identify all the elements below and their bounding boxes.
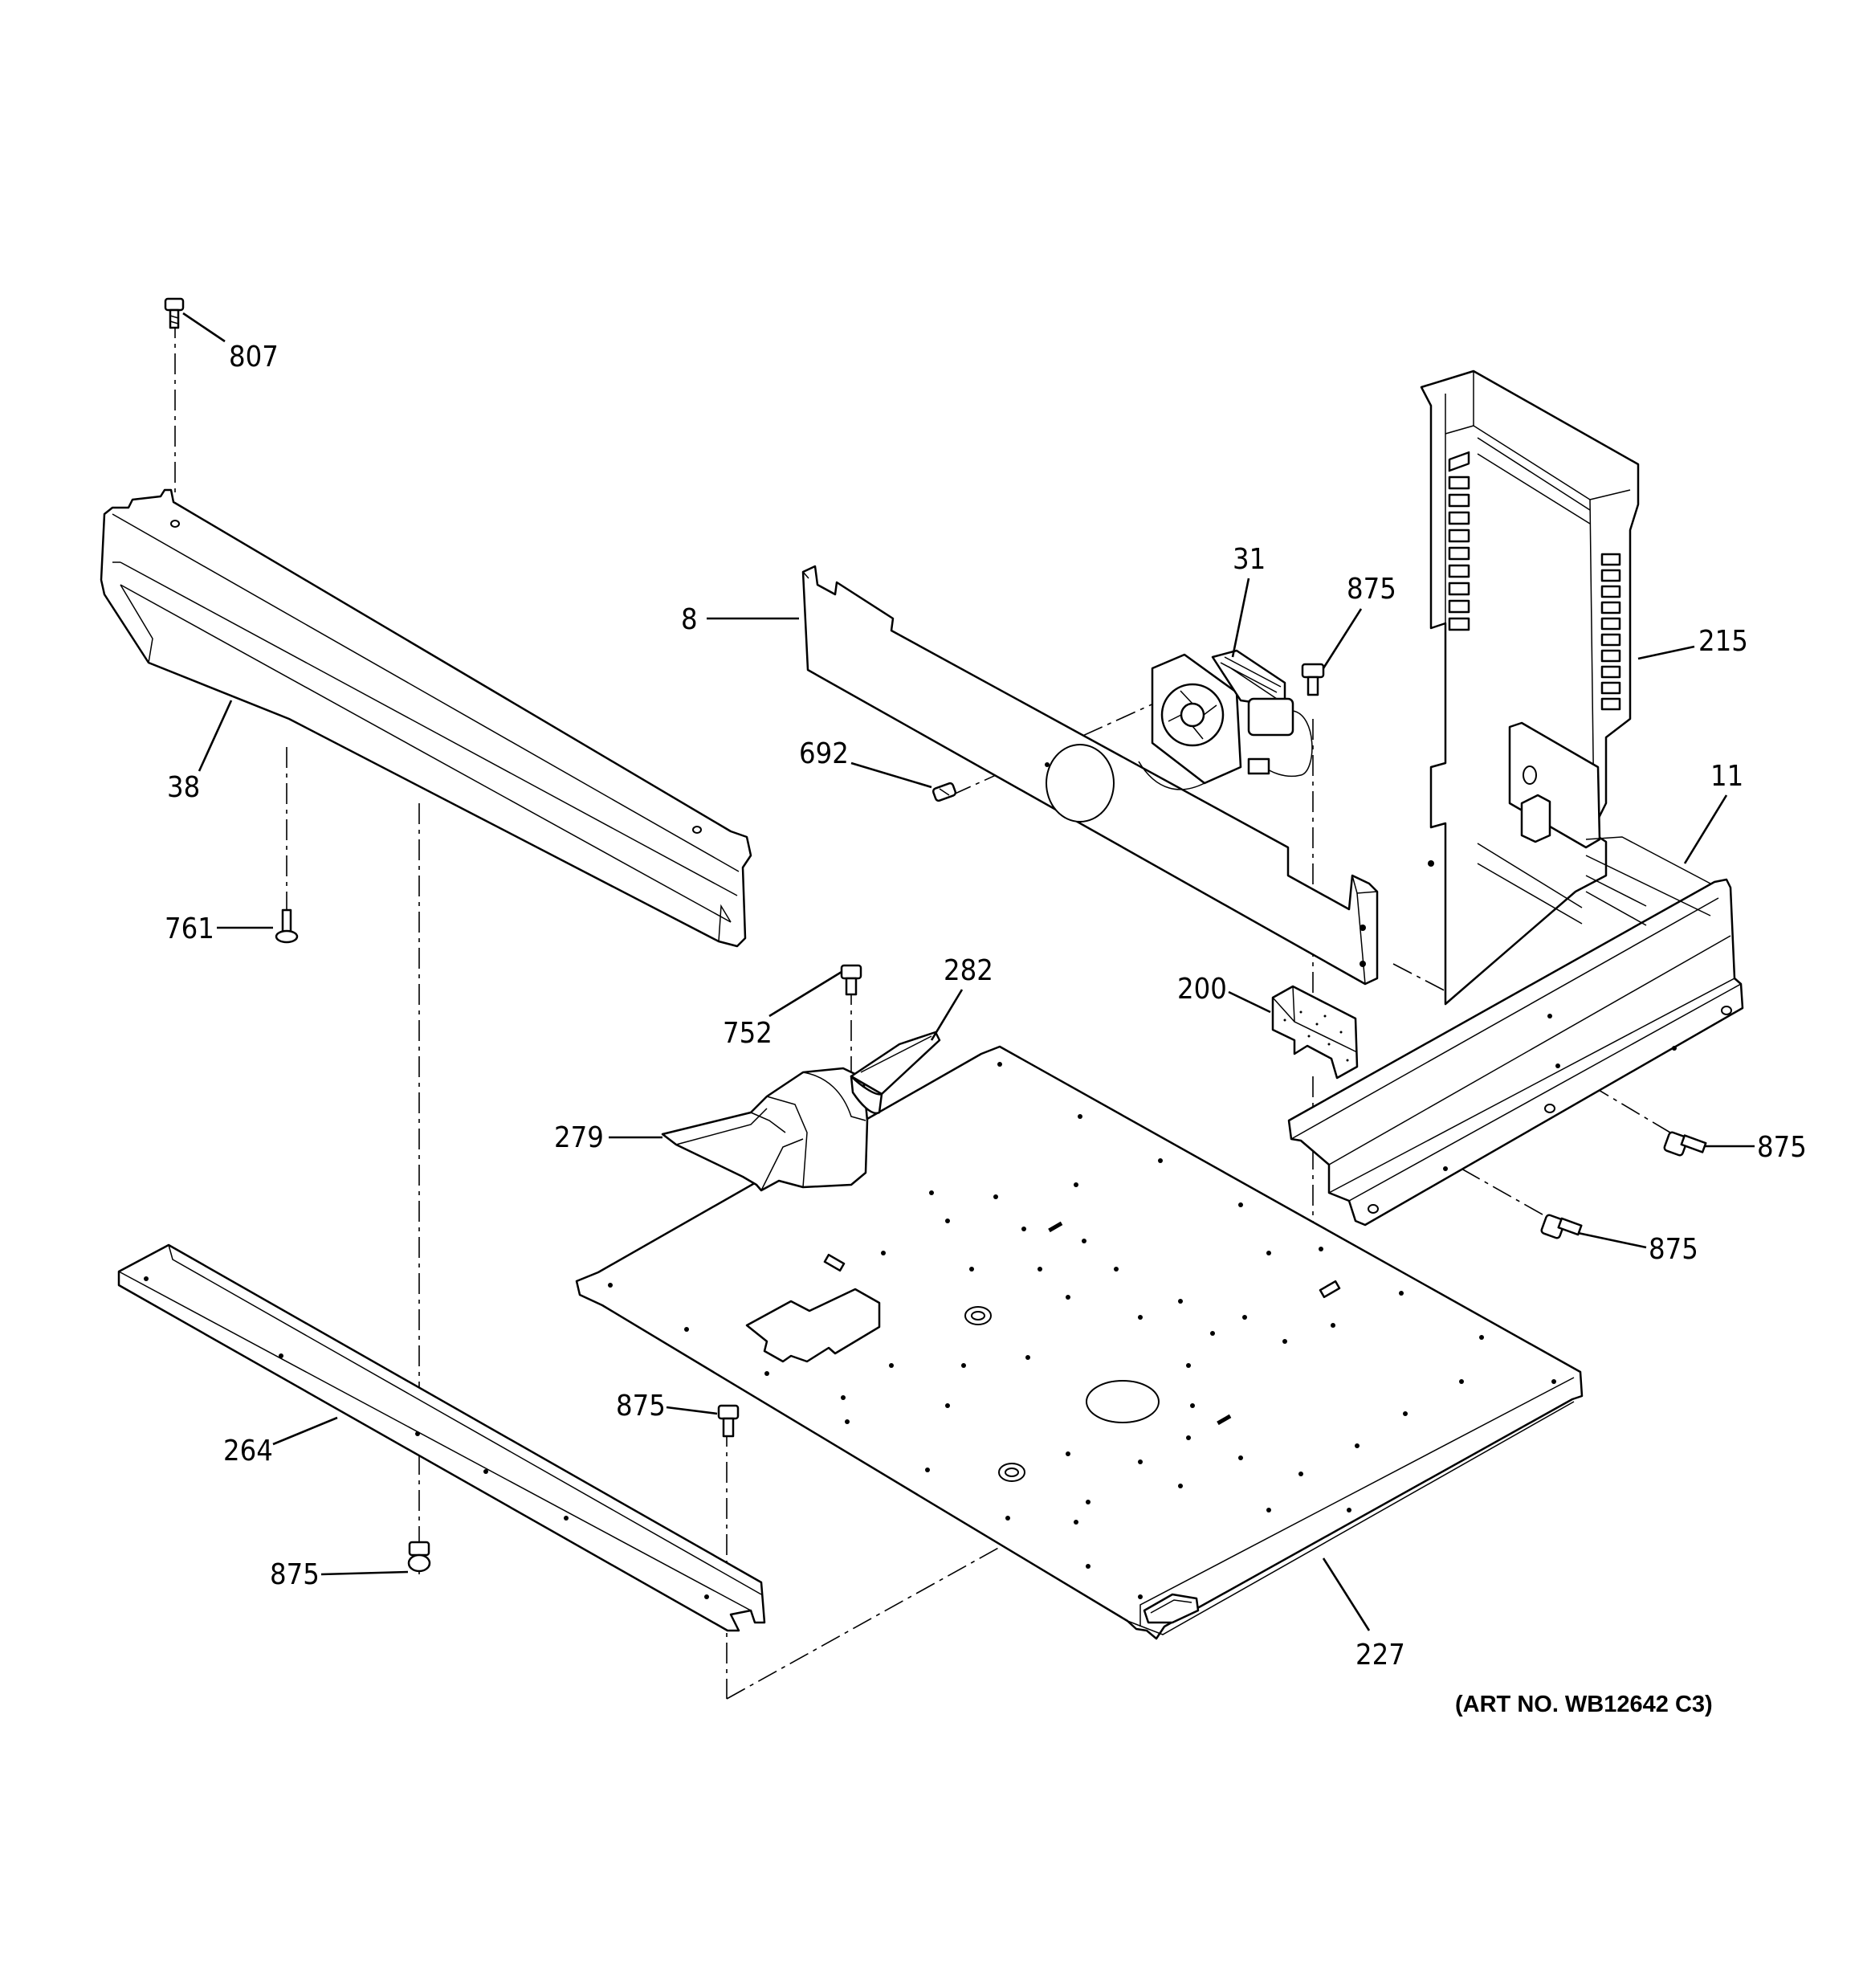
callout-282: 282 [944,954,993,987]
art-number: (ART NO. WB12642 C3) [1455,1692,1713,1717]
screw-761 [275,908,299,944]
callout-labels: 807 38 761 8 692 31 875 215 11 752 282 2… [165,341,1807,1672]
part-200-insulation [1271,985,1359,1080]
screw-875-right-lower [1540,1214,1583,1239]
callout-200: 200 [1177,973,1227,1006]
vent-slots-left [1448,451,1470,631]
screw-875-right-upper [1663,1131,1707,1157]
screw-692 [932,782,957,802]
leader-lines [182,312,1755,1631]
part-227-base [575,1045,1584,1640]
part-31-fan [1151,649,1313,785]
callout-752: 752 [723,1017,773,1050]
callout-875-bottom: 875 [270,1558,320,1591]
callout-875-mid: 875 [616,1390,666,1423]
callout-761: 761 [165,912,214,945]
callout-875-right-upper: 875 [1757,1131,1807,1164]
callout-692: 692 [799,737,849,770]
callout-8: 8 [681,603,698,636]
screw-752 [840,964,862,996]
base-small-holes [608,1062,1556,1599]
callout-279: 279 [554,1121,604,1154]
vent-slots-right [1600,553,1621,711]
part-8-shield [801,565,1379,986]
part-264-rail [117,1243,766,1632]
callout-31: 31 [1233,543,1266,576]
callout-264: 264 [223,1435,273,1468]
screw-875-top [1301,663,1325,696]
callout-875-right-lower: 875 [1649,1233,1698,1266]
part-279-duct [661,1031,941,1192]
callout-875-top: 875 [1347,573,1396,606]
callout-11: 11 [1710,760,1743,793]
screw-807 [164,297,185,329]
screw-875-bottom [407,1541,431,1573]
part-215-bracket [1420,369,1640,1006]
screw-875-mid [717,1404,740,1438]
callout-38: 38 [167,771,200,804]
callout-807: 807 [229,341,279,374]
part-11-bracket [1287,836,1744,1227]
callout-227: 227 [1355,1639,1405,1672]
callout-215: 215 [1698,625,1748,658]
part-38-trim [100,488,752,948]
